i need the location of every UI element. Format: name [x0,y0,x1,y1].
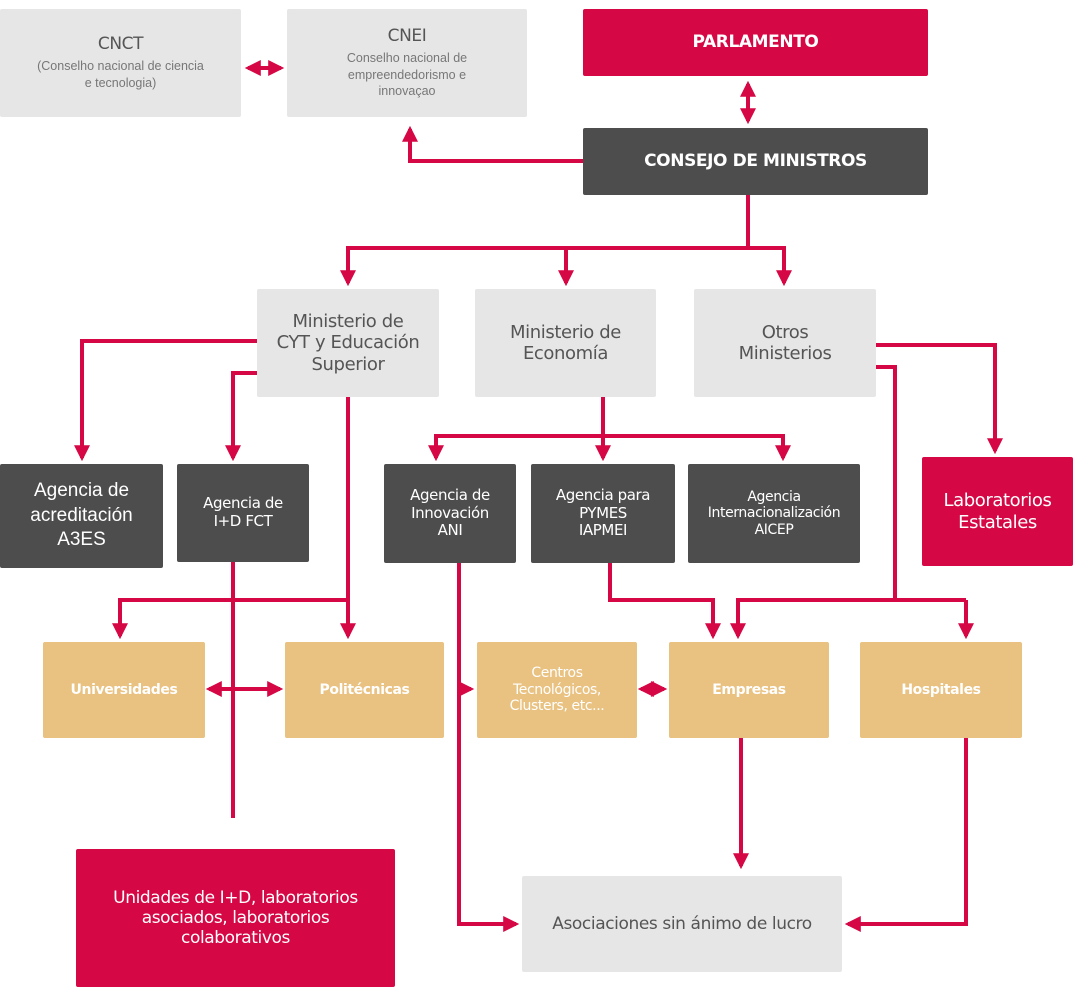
centros-node: Centros Tecnológicos, Clusters, etc... [477,642,637,738]
politecnicas-label: Politécnicas [319,681,410,698]
fct-node: Agencia de I+D FCT [177,464,309,562]
parlamento-label: PARLAMENTO [692,32,819,53]
otros-min-label: Otros Ministerios [738,321,832,364]
hospitales-node: Hospitales [860,642,1022,738]
ani-node: Agencia de Innovación ANI [384,464,516,563]
ani-label: Agencia de Innovación ANI [410,485,490,540]
consejo-label: CONSEJO DE MINISTROS [644,151,867,172]
cnct-title: CNCT [97,34,144,55]
hospitales-asociaciones-connector [844,738,968,932]
min-cyt-label: Ministerio de CYT y Educación Superior [276,311,420,375]
consejo-min-cyt-connector [340,246,748,287]
politecnicas-node: Politécnicas [285,642,444,738]
min-eco-node: Ministerio de Economía [475,289,656,397]
ani-asociaciones-connector [457,563,520,932]
cnct-subtitle: (Conselho nacional de ciencia e tecnolog… [37,59,204,90]
a3es-label: Agencia de acreditación A3ES [30,479,133,551]
min-cyt-fct-connector [225,371,257,462]
cnei-subtitle: Conselho nacional de empreendedorismo e … [346,50,468,99]
empresas-node: Empresas [669,642,829,738]
parlamento-node: PARLAMENTO [583,9,928,76]
laboratorios-estatales-label: Laboratorios Estatales [943,490,1052,533]
min-eco-ani-connector [428,434,603,462]
cnct-node: CNCT (Conselho nacional de ciencia e tec… [0,9,241,117]
iapmei-node: Agencia para PYMES IAPMEI [531,464,675,563]
min-cyt-node: Ministerio de CYT y Educación Superior [257,289,439,397]
fct-label: Agencia de I+D FCT [203,494,283,530]
empresas-label: Empresas [712,681,786,698]
min-eco-label: Ministerio de Economía [510,321,621,364]
otros-empresas-connector [730,598,966,640]
aicep-label: Agencia Internacionalización AICEP [707,488,841,538]
min-cyt-a3es-connector [74,339,257,462]
hospitales-label: Hospitales [901,681,981,698]
otros-min-node: Otros Ministerios [694,289,876,397]
min-eco-aicep-connector [603,434,791,462]
consejo-node: CONSEJO DE MINISTROS [583,128,928,195]
cnei-node: CNEI Conselho nacional de empreendedoris… [287,9,527,117]
universidades-node: Universidades [43,642,205,738]
iapmei-label: Agencia para PYMES IAPMEI [555,485,651,540]
consejo-cnei-connector [402,125,583,163]
cnei-title: CNEI [387,25,427,46]
aicep-node: Agencia Internacionalización AICEP [688,464,860,563]
otros-empresas-hospitales-connector [876,365,897,600]
a3es-node: Agencia de acreditación A3ES [0,464,163,568]
asociaciones-node: Asociaciones sin ánimo de lucro [522,876,842,972]
unidades-label: Unidades de I+D, laboratorios asociados,… [113,887,358,949]
laboratorios-estatales-node: Laboratorios Estatales [922,457,1073,566]
centros-label: Centros Tecnológicos, Clusters, etc... [509,665,605,715]
universidades-label: Universidades [70,681,178,698]
otros-laboratorios-connector [876,343,1003,455]
fct-universidades-connector [112,598,348,640]
consejo-otros-connector [748,246,792,287]
unidades-node: Unidades de I+D, laboratorios asociados,… [76,849,395,987]
asociaciones-label: Asociaciones sin ánimo de lucro [552,913,812,934]
iapmei-empresas-connector [608,563,721,640]
